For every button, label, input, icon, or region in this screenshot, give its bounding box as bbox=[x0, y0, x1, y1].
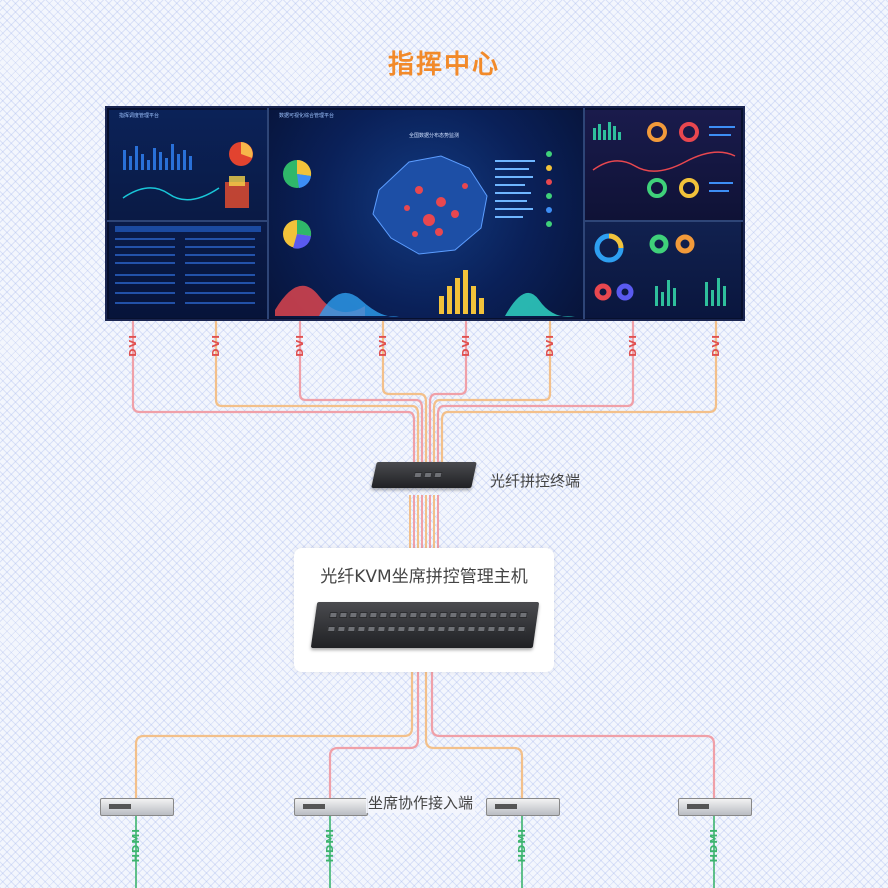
dvi-connector-label: DVI bbox=[211, 334, 222, 357]
dvi-connector-label: DVI bbox=[295, 334, 306, 357]
hdmi-connector-label: HDMI bbox=[131, 828, 142, 863]
kvm-ports-top bbox=[328, 612, 528, 618]
donut-chart-icon bbox=[647, 122, 699, 198]
seat-access-device-2 bbox=[294, 798, 368, 816]
dashboard-widgets-left bbox=[122, 142, 253, 208]
dvi-connector-label: DVI bbox=[711, 334, 722, 357]
seat-cable-3 bbox=[424, 670, 524, 800]
hdmi-connector-label: HDMI bbox=[709, 828, 720, 863]
pie-chart-icon bbox=[283, 159, 312, 188]
dvi-connector-label: DVI bbox=[461, 334, 472, 357]
donut-chart-icon bbox=[594, 233, 695, 301]
video-wall: 指挥调度管理平台 bbox=[105, 106, 745, 321]
dashboard-widgets-right bbox=[592, 122, 736, 198]
bar-chart-icon bbox=[439, 270, 484, 314]
wall-panel-left-top: 指挥调度管理平台 bbox=[109, 110, 267, 220]
dvi-connector-label: DVI bbox=[378, 334, 389, 357]
dvi-cables bbox=[131, 320, 718, 472]
map-title: 全国数据分布态势监测 bbox=[409, 133, 460, 139]
dashboard-widgets-right-bottom bbox=[594, 233, 726, 306]
kvm-host-card: 光纤KVM坐席拼控管理主机 bbox=[294, 548, 554, 672]
fiber-extender-label: 光纤拼控终端 bbox=[490, 472, 581, 490]
bar-chart-icon bbox=[593, 122, 621, 140]
pie-chart-icon bbox=[229, 142, 253, 166]
wall-seam bbox=[585, 220, 743, 222]
page-title: 指挥中心 bbox=[387, 50, 500, 80]
extender-ports bbox=[413, 472, 443, 478]
dvi-connector-label: DVI bbox=[628, 334, 639, 357]
china-map-icon bbox=[275, 151, 575, 317]
seat-access-label: 坐席协作接入端 bbox=[366, 792, 476, 813]
seat-cable-2 bbox=[328, 670, 420, 800]
dvi-cable-7 bbox=[436, 320, 635, 472]
dvi-cable-2 bbox=[214, 320, 420, 472]
dvi-cable-3 bbox=[298, 320, 424, 472]
status-dots bbox=[546, 151, 552, 227]
kvm-host-label: 光纤KVM坐席拼控管理主机 bbox=[320, 567, 528, 587]
dvi-cable-8 bbox=[440, 320, 718, 472]
hdmi-connector-label: HDMI bbox=[517, 828, 528, 863]
bar-chart-icon bbox=[123, 144, 192, 170]
hdmi-connector-label: HDMI bbox=[325, 828, 336, 863]
seat-access-device-1 bbox=[100, 798, 174, 816]
kvm-ports-bottom bbox=[327, 626, 526, 632]
pie-chart-icon bbox=[283, 219, 312, 249]
dvi-cable-4 bbox=[381, 320, 428, 472]
wall-seam bbox=[107, 220, 267, 222]
wall-seam bbox=[583, 108, 585, 319]
trunk-cables bbox=[409, 495, 439, 548]
dvi-connector-label: DVI bbox=[128, 334, 139, 357]
dvi-connector-label: DVI bbox=[545, 334, 556, 357]
seat-cable-4 bbox=[430, 670, 716, 800]
fiber-extender-device bbox=[371, 462, 477, 488]
seat-access-device-3 bbox=[486, 798, 560, 816]
hdmi-leads bbox=[135, 816, 715, 888]
wall-seam bbox=[267, 108, 269, 319]
wall-panel-center: 数据可视化综合管理平台 全国数据分布态势监测 bbox=[269, 110, 583, 318]
seat-access-device-4 bbox=[678, 798, 752, 816]
dvi-cable-6 bbox=[432, 320, 552, 472]
bar-chart-icon bbox=[655, 278, 726, 306]
kvm-host-device bbox=[310, 602, 540, 648]
seat-cable-1 bbox=[134, 670, 414, 800]
wall-header-left: 指挥调度管理平台 bbox=[119, 113, 160, 119]
wall-panel-right-bottom bbox=[585, 222, 741, 318]
hdmi-cables bbox=[134, 670, 716, 800]
wall-header-center: 数据可视化综合管理平台 bbox=[279, 113, 335, 119]
data-table-widget bbox=[115, 226, 261, 304]
wall-panel-left-bottom bbox=[109, 222, 267, 318]
dvi-cable-5 bbox=[428, 320, 468, 472]
wall-panel-right-top bbox=[585, 110, 741, 220]
dvi-cable-1 bbox=[131, 320, 416, 472]
